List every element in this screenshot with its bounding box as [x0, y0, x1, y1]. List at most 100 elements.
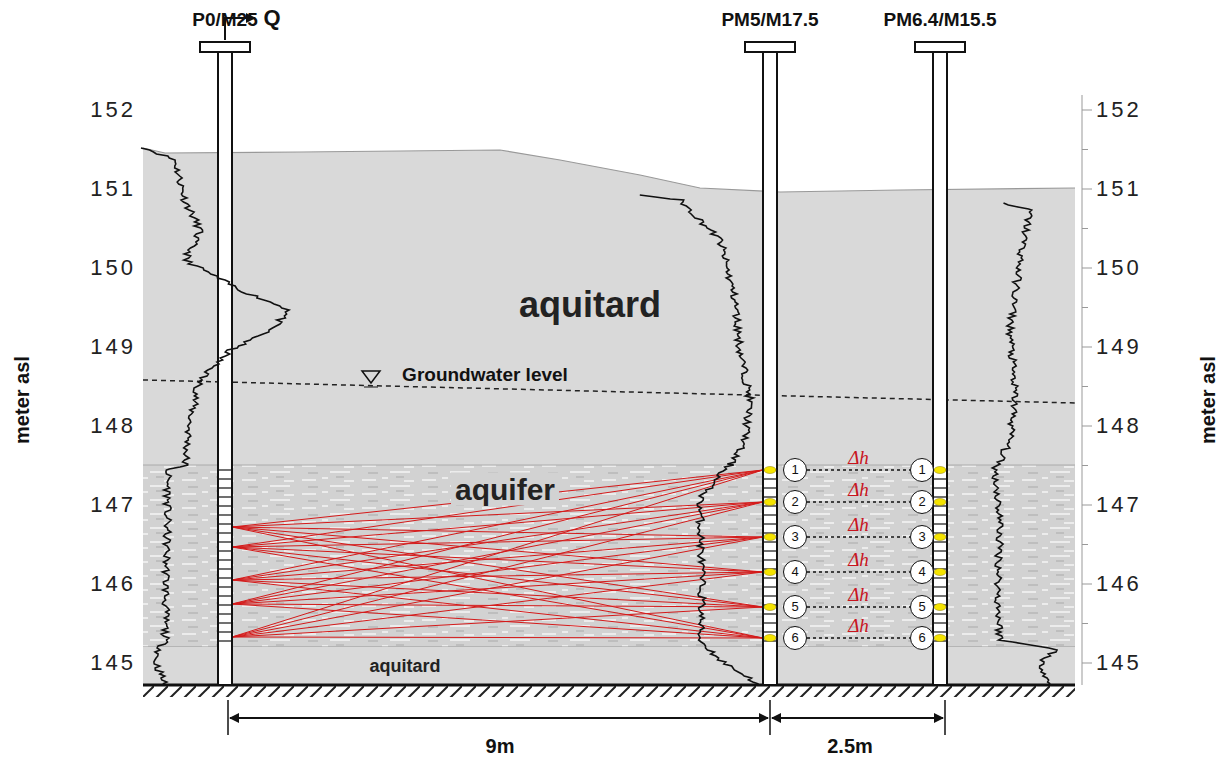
head-difference-line: [807, 571, 910, 572]
edge-label: Δh: [848, 515, 869, 534]
ray-path: [232, 502, 763, 527]
callout-number: 5: [918, 600, 925, 614]
axis-tick: [1082, 505, 1092, 506]
screen-slot: [763, 496, 777, 497]
ray-path: [232, 604, 763, 638]
callout-number: 1: [791, 463, 798, 477]
dimension-label: 9m: [486, 735, 515, 757]
screen-slot: [218, 631, 232, 632]
axis-tick: [1082, 584, 1092, 585]
ray-path: [232, 470, 763, 580]
screen-slot: [933, 586, 947, 587]
well-cap: [200, 42, 250, 52]
callout-number: 2: [791, 495, 798, 509]
sensor-dot: [764, 569, 776, 576]
screen-slot: [763, 478, 777, 479]
screen-slot: [933, 478, 947, 479]
callout-number: 3: [791, 530, 798, 544]
callout-number: 3: [918, 530, 925, 544]
well-casing: [763, 52, 777, 685]
axis-number: 149: [1096, 335, 1142, 359]
screen-slot: [763, 613, 777, 614]
screen-slot: [218, 559, 232, 560]
screen-slot: [218, 469, 232, 470]
sensor-dot: [934, 604, 946, 611]
axis-tick: [1082, 663, 1092, 664]
axis-tick: [1082, 228, 1088, 229]
screen-slot: [763, 586, 777, 587]
screen-slot: [763, 514, 777, 515]
ray-path: [232, 537, 763, 604]
axis-tick: [1082, 347, 1092, 348]
head-difference-line: [807, 469, 910, 470]
ray-path: [232, 537, 763, 580]
axis-number: 148: [90, 414, 136, 438]
layer-name: aquifer: [451, 473, 559, 506]
well-label: PM6.4/M15.5: [884, 10, 997, 31]
callout-number: 6: [791, 631, 798, 645]
sensor-dot: [764, 604, 776, 611]
well-label: Q: [263, 6, 280, 30]
screen-slot: [218, 505, 232, 506]
log-curve: [992, 203, 1057, 684]
aquitard-band: aquitard: [143, 647, 1075, 685]
screen-slot: [218, 478, 232, 479]
ray-path: [232, 470, 763, 527]
screen-slot: [933, 514, 947, 515]
dimension-label: 2.5m: [827, 735, 873, 757]
callout-circle: 2: [910, 490, 934, 514]
screen-slot: [763, 631, 777, 632]
screen-slot: [763, 523, 777, 524]
well-casing: [218, 52, 232, 685]
screen-slot: [763, 559, 777, 560]
ray-path: [232, 607, 763, 637]
ray-path: [232, 502, 763, 637]
screen-slot: [763, 595, 777, 596]
axis-tick: [1082, 110, 1092, 111]
screen-slot: [933, 550, 947, 551]
axis-title: meter asl: [11, 356, 33, 444]
callout-circle: 4: [783, 560, 807, 584]
ray-path: [232, 537, 763, 637]
ray-path: [232, 537, 763, 547]
sensor-dot: [934, 499, 946, 506]
axis-number: 152: [90, 98, 136, 122]
axis-tick: [1082, 149, 1088, 150]
screen-slot: [218, 496, 232, 497]
screen-slot: [763, 577, 777, 578]
screen-slot: [218, 532, 232, 533]
callout-circle: 3: [910, 525, 934, 549]
edge-label: Δh: [848, 585, 869, 604]
axis-number: 146: [90, 572, 136, 596]
screen-slot: [763, 541, 777, 542]
ray-path: [232, 527, 763, 607]
screen-slot: [218, 640, 232, 641]
sensor-dot: [934, 534, 946, 541]
screen-slot: [933, 541, 947, 542]
ray-path: [232, 547, 763, 638]
log-curve: [141, 148, 289, 684]
sensor-dot: [764, 499, 776, 506]
screen-slot: [218, 487, 232, 488]
callout-circle: 1: [783, 458, 807, 482]
ray-path: [232, 572, 763, 604]
axis-number: 147: [90, 493, 136, 517]
screen-slot: [218, 622, 232, 623]
screen-slot: [933, 487, 947, 488]
screen-slot: [218, 595, 232, 596]
callout-circle: 1: [910, 458, 934, 482]
well-cap: [915, 42, 965, 52]
callout-circle: 5: [910, 595, 934, 619]
ray-path: [232, 470, 763, 604]
sensor-dot: [764, 467, 776, 474]
axis-number: 145: [90, 651, 136, 675]
screen-slot: [218, 613, 232, 614]
axis-number: 149: [90, 335, 136, 359]
axis-number: 151: [1096, 177, 1142, 201]
axis-number: 152: [1096, 98, 1142, 122]
axis-number: 145: [1096, 651, 1142, 675]
edge-label: Δh: [848, 448, 869, 467]
ray-path: [232, 470, 763, 637]
